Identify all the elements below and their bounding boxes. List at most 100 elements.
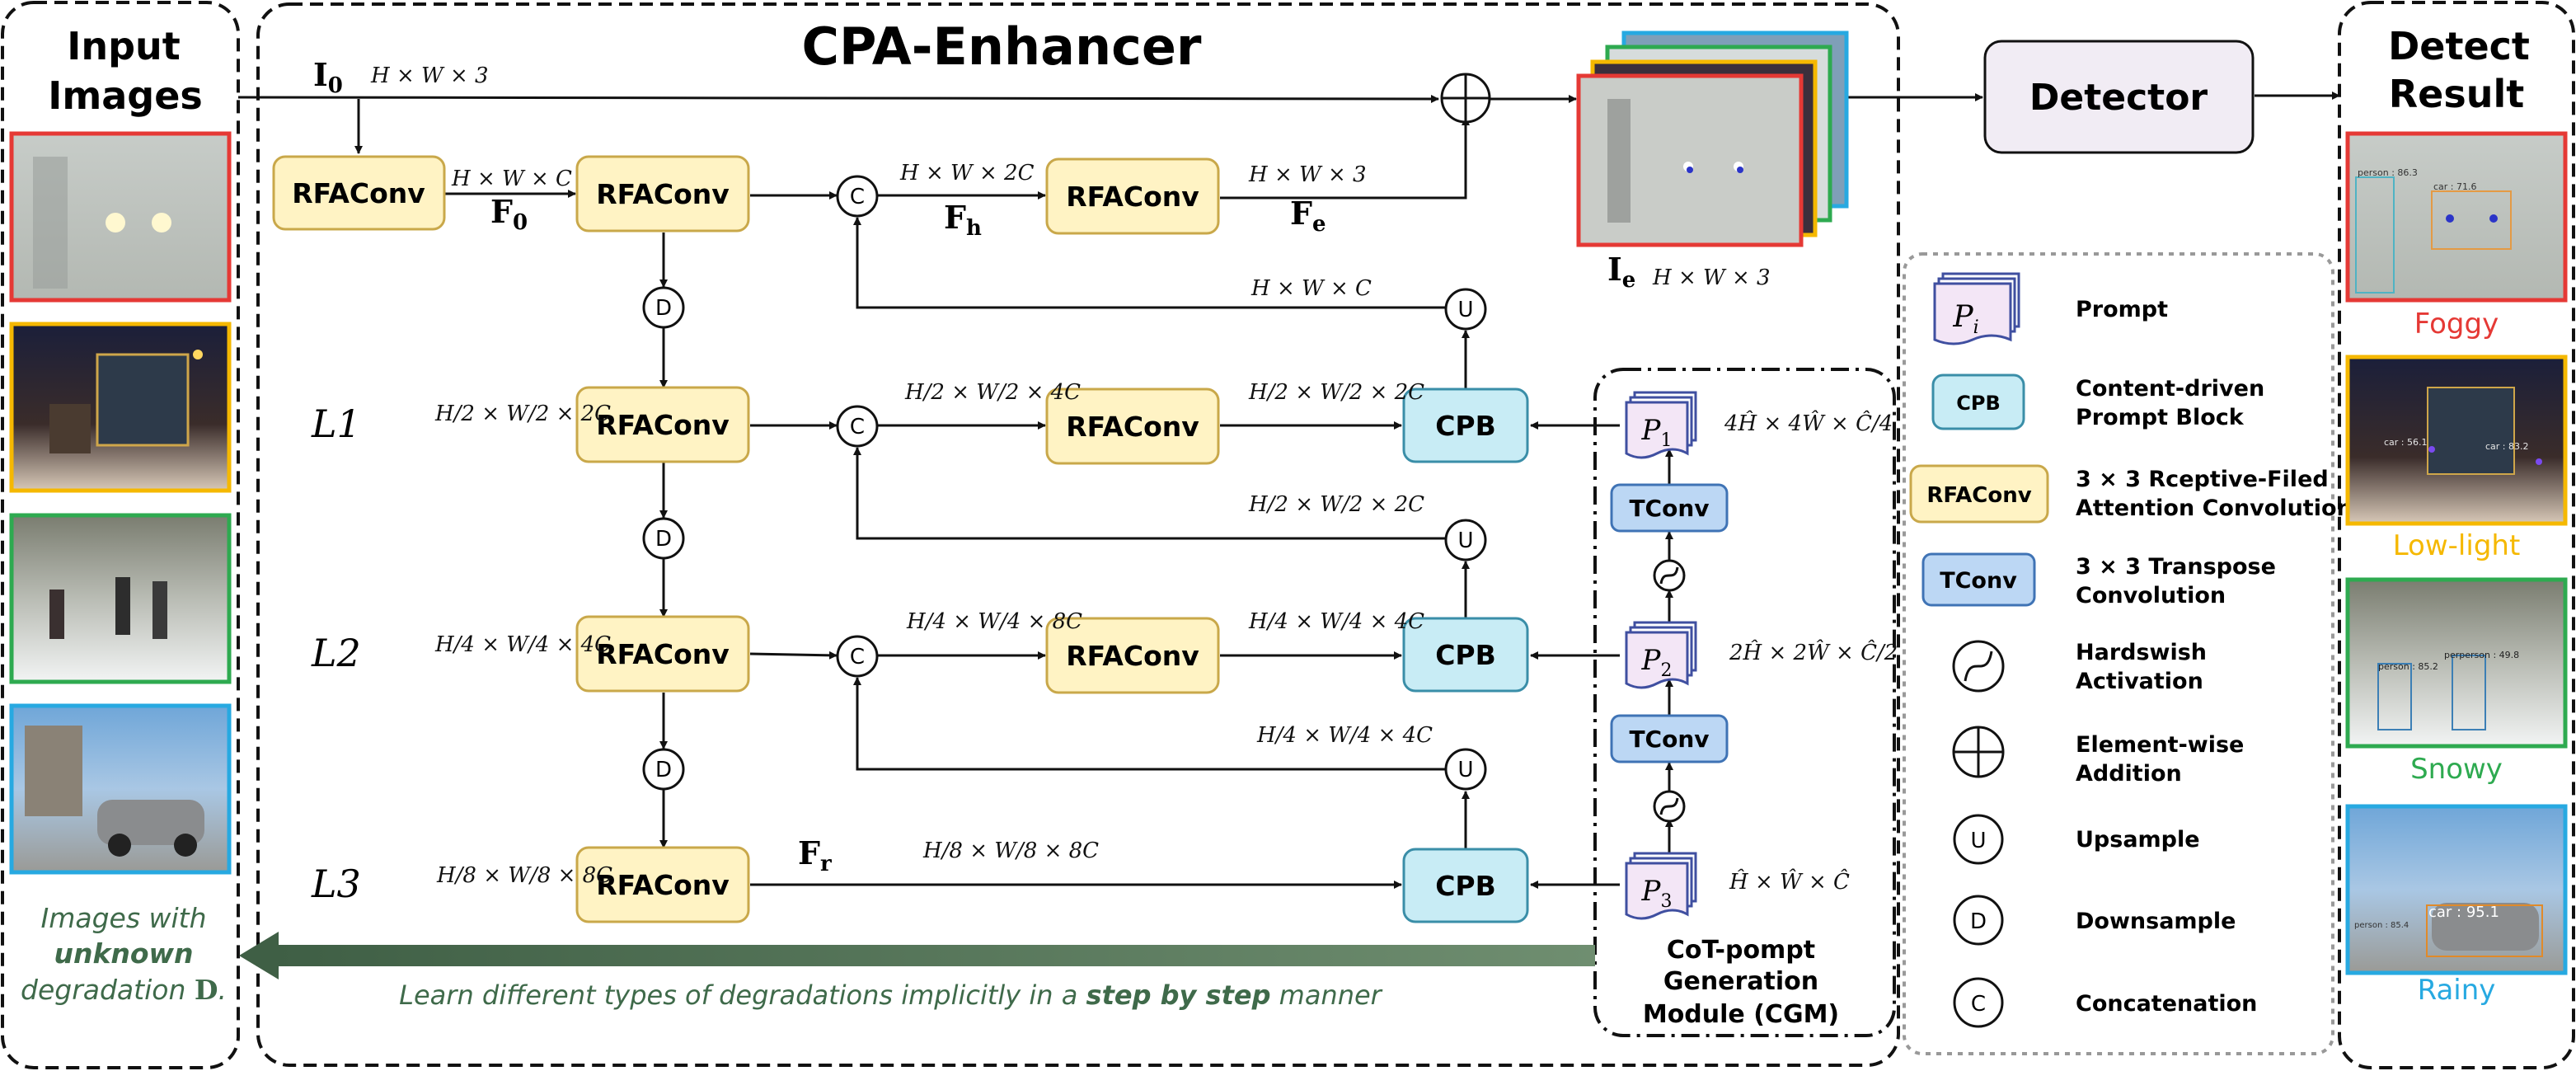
up-1: U [1444,288,1487,331]
svg-text:CPB: CPB [1435,639,1496,671]
legend-add-icon [1952,726,2005,778]
svg-text:H/2 × W/2 × 2C: H/2 × W/2 × 2C [1248,492,1424,517]
svg-text:person : 85.4: person : 85.4 [2354,921,2409,930]
result-label-rainy: Rainy [2418,974,2496,1007]
sym-Fr: Fr [798,834,832,876]
legend-tconv-icon: TConv [1921,552,2036,607]
svg-text:Detector: Detector [2029,77,2208,119]
legend-hardswish-label-1: Hardswish [2076,640,2207,665]
result-title-line1: Detect [2388,24,2530,68]
sym-F0: F0 [490,193,528,235]
svg-text:RFAConv: RFAConv [1066,181,1199,213]
bottom-caption: Learn different types of degradations im… [399,979,1383,1011]
svg-text:H/2 × W/2 × 2C: H/2 × W/2 × 2C [434,402,611,426]
svg-text:C: C [1971,992,1986,1017]
legend: Pi Prompt CPB Content-driven Prompt Bloc… [1909,272,2353,1028]
down-1: D [642,286,685,329]
input-image-lowlight [9,322,232,493]
hardswish-nodes [1653,559,1686,823]
svg-text:RFAConv: RFAConv [1066,411,1199,443]
svg-text:H × W × C: H × W × C [451,167,572,191]
svg-text:H × W × 3: H × W × 3 [1248,162,1367,187]
cpb-l1: CPB [1402,388,1529,463]
svg-text:TConv: TConv [1629,495,1709,522]
input-panel-frame [1,1,240,1069]
svg-text:H/4 × W/4 × 4C: H/4 × W/4 × 4C [1256,723,1433,748]
legend-cpb-label-1: Content-driven [2076,376,2264,402]
svg-text:L2: L2 [311,631,361,675]
down-3: D [642,748,685,791]
legend-downsample-label: Downsample [2076,909,2236,934]
result-label-foggy: Foggy [2414,308,2499,341]
result-image-rainy: car : 95.1 person : 85.4 [2345,804,2568,975]
enhancer-title: CPA-Enhancer [802,16,1202,77]
svg-text:RFAConv: RFAConv [596,638,730,670]
cpb-l3: CPB [1402,848,1529,923]
svg-text:D: D [655,527,672,552]
concat-top: C [836,175,879,218]
svg-text:H/4 × W/4 × 4C: H/4 × W/4 × 4C [434,632,611,657]
step-by-step-arrow [239,932,1595,979]
prompt-p1: P1 [1625,391,1697,459]
input-image-foggy [9,131,232,303]
tconv-upper: TConv [1610,483,1729,533]
sym-Fe: Fe [1290,195,1326,237]
svg-text:CPB: CPB [1956,392,2001,415]
svg-text:4Ĥ × 4Ŵ × Ĉ/4: 4Ĥ × 4Ŵ × Ĉ/4 [1724,410,1893,436]
svg-text:C: C [850,185,865,209]
legend-rfaconv-icon: RFAConv [1909,464,2049,524]
svg-text:TConv: TConv [1940,568,2017,594]
concat-l2: C [836,635,879,678]
cgm-frame [1593,368,1896,1037]
svg-text:RFAConv: RFAConv [596,869,730,901]
legend-rfaconv-label-2: Attention Convolution [2076,496,2353,521]
svg-text:RFAConv: RFAConv [1066,640,1199,672]
prompt-p3: P3 [1625,852,1697,920]
rfaconv-l1: RFAConv [575,386,750,463]
up-3: U [1444,748,1487,791]
svg-text:H × W × 2C: H × W × 2C [899,161,1035,186]
rfaconv-l2: RFAConv [575,615,750,693]
rfaconv-l2-branch: RFAConv [1045,617,1220,694]
input-title-line2: Images [48,73,203,118]
input-caption-line1: Images with [40,902,206,934]
legend-hardswish-icon [1952,640,2005,693]
legend-concat-icon: C [1953,977,2004,1028]
connectors [237,92,2340,889]
result-title-line2: Result [2389,72,2525,116]
svg-text:H × W × C: H × W × C [1250,276,1372,301]
svg-text:TConv: TConv [1629,726,1709,753]
result-image-foggy: person : 86.3 car : 71.6 [2345,131,2568,303]
svg-text:H/2 × W/2 × 4C: H/2 × W/2 × 4C [904,380,1081,405]
svg-text:CPB: CPB [1435,410,1496,442]
rfaconv-f0: RFAConv [272,155,446,231]
legend-cpb-icon: CPB [1931,373,2025,430]
svg-text:car : 83.2: car : 83.2 [2485,441,2529,452]
svg-text:P3: P3 [1641,875,1673,912]
cpb-l2: CPB [1402,617,1529,693]
svg-text:H/4 × W/4 × 8C: H/4 × W/4 × 8C [906,609,1082,634]
svg-text:RFAConv: RFAConv [596,178,730,210]
svg-text:L1: L1 [311,402,361,446]
svg-text:P2: P2 [1641,644,1673,681]
legend-panel-frame [1903,252,2334,1055]
input-caption-line2: unknown [54,937,193,970]
svg-text:person : 86.3: person : 86.3 [2358,167,2418,178]
svg-text:RFAConv: RFAConv [1926,483,2031,508]
svg-text:car : 95.1: car : 95.1 [2428,904,2499,921]
svg-text:RFAConv: RFAConv [292,177,425,209]
legend-concat-label: Concatenation [2076,991,2257,1017]
result-label-snowy: Snowy [2410,753,2503,786]
input-image-rainy [9,703,232,875]
rfaconv-l3: RFAConv [575,846,750,923]
svg-text:2Ĥ × 2Ŵ × Ĉ/2: 2Ĥ × 2Ŵ × Ĉ/2 [1729,639,1898,665]
svg-text:perperson : 49.8: perperson : 49.8 [2444,650,2519,660]
legend-prompt-label: Prompt [2076,297,2168,322]
concat-l1: C [836,405,879,448]
legend-upsample-label: Upsample [2076,827,2200,853]
svg-text:RFAConv: RFAConv [596,409,730,441]
prompt-p2: P2 [1625,621,1697,689]
enhancer-panel-frame [256,2,1900,1067]
legend-prompt-icon: Pi [1933,272,2020,345]
svg-text:CoT-pompt: CoT-pompt [1667,936,1815,965]
